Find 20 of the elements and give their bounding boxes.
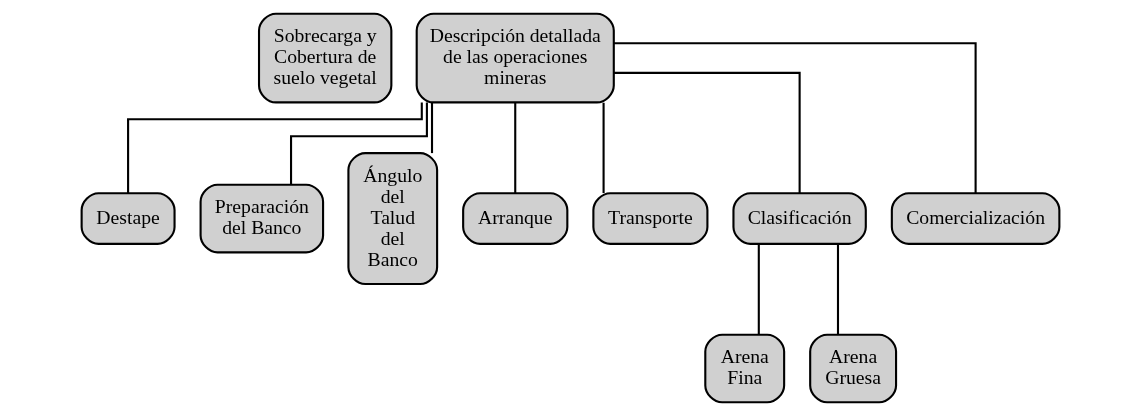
connector (127, 102, 423, 193)
node-box: Ángulo del Talud del Banco (347, 152, 439, 286)
node-box: Preparación del Banco (199, 183, 325, 254)
connector (614, 42, 977, 194)
connector (290, 102, 428, 185)
connector (613, 71, 801, 194)
node-box: Sobrecarga y Cobertura de suelo vegetal (257, 12, 393, 104)
node-box: Arranque (462, 192, 569, 245)
node-box: Destape (80, 192, 176, 245)
connector (757, 244, 760, 335)
node-box: Arena Gruesa (809, 333, 898, 404)
node-box: Comercialización (890, 192, 1061, 245)
connector (836, 244, 840, 335)
connector (430, 102, 434, 154)
connector (514, 102, 517, 194)
node-box: Clasificación (732, 192, 867, 245)
node-box: Arena Fina (704, 333, 786, 404)
node-box: Transporte (592, 192, 709, 245)
node-box: Descripción detallada de las operaciones mineras (415, 12, 615, 104)
connector (602, 102, 605, 194)
